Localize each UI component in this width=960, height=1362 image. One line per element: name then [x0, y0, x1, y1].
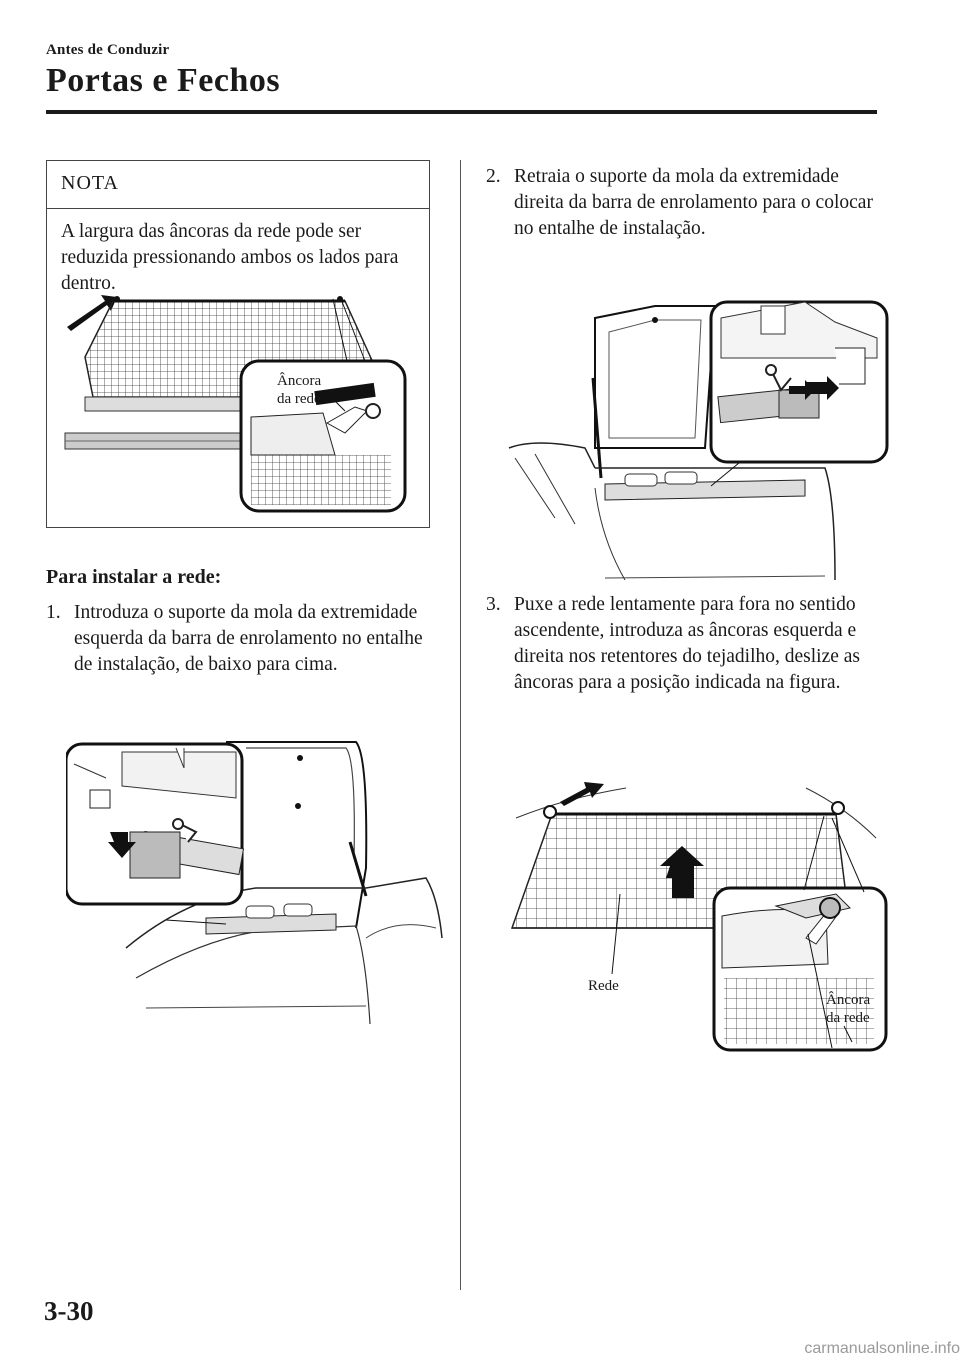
step-number: 2. [486, 166, 501, 187]
page-title: Portas e Fechos [46, 62, 281, 99]
note-text: A largura das âncoras da rede pode ser r… [61, 221, 399, 294]
step-number: 1. [46, 602, 61, 623]
step-2: 2. Retraia o suporte da mola da extremid… [486, 164, 886, 274]
net-label: Rede [588, 978, 619, 994]
net-anchor-figure: Âncora da rede [64, 295, 407, 513]
step-1: 1. Introduza o suporte da mola da extrem… [46, 600, 446, 710]
title-rule [46, 110, 877, 114]
note-heading: NOTA [61, 172, 119, 194]
step-number: 3. [486, 594, 501, 615]
anchor-label-1: Âncora [826, 991, 870, 1008]
step-text: Puxe a rede lentamente para fora no sent… [514, 594, 861, 693]
anchor-label-2: da rede [277, 391, 321, 407]
step-3-figure: Rede Âncora da rede [510, 782, 888, 1052]
note-header: NOTA [47, 161, 429, 209]
note-box: NOTA A largura das âncoras da rede pode … [46, 160, 430, 528]
step-1-figure [66, 741, 443, 1025]
step-3: 3. Puxe a rede lentamente para fora no s… [486, 592, 886, 762]
anchor-label-2: da rede [826, 1010, 870, 1026]
watermark: carmanualsonline.info [804, 1340, 960, 1357]
anchor-label-1: Âncora [277, 372, 321, 389]
section-kicker: Antes de Conduzir [46, 42, 170, 58]
column-divider [460, 160, 461, 1290]
step-2-figure [508, 300, 889, 581]
page-number: 3-30 [44, 1296, 94, 1326]
step-text: Introduza o suporte da mola da extremida… [74, 602, 423, 675]
step-text: Retraia o suporte da mola da extremidade… [514, 166, 873, 239]
install-heading: Para instalar a rede: [46, 566, 222, 588]
